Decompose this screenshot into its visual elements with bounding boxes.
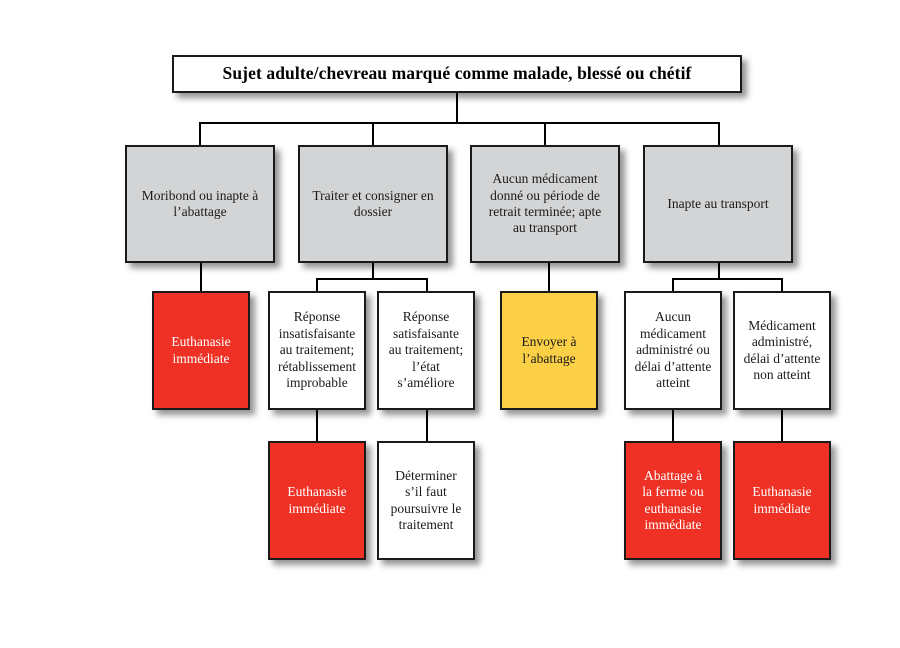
node-label: Moribond ou inapte à l’abattage <box>141 187 259 219</box>
node-root-title[interactable]: Sujet adulte/chevreau marqué comme malad… <box>172 55 742 93</box>
node-no-drug-or-withdrawal-met[interactable]: Aucun médicament administré ou délai d’a… <box>624 291 722 410</box>
connector-unsatisfactory-to-euthanasia <box>316 410 318 441</box>
node-satisfactory-response[interactable]: Réponse satisfaisante au traitement; l’é… <box>377 291 475 410</box>
connector-gray2-stem <box>372 263 374 279</box>
node-label: Abattage à la ferme ou euthanasie immédi… <box>642 467 704 532</box>
node-label: Euthanasie immédiate <box>752 484 812 516</box>
node-label: Déterminer s’il faut poursuivre le trait… <box>390 467 462 532</box>
connector-bus-to-gray-3 <box>544 122 546 146</box>
connector-drug-given-to-euthanasia <box>781 410 783 441</box>
node-label: Euthanasie immédiate <box>287 484 347 516</box>
node-root-title-label: Sujet adulte/chevreau marqué comme malad… <box>222 63 692 84</box>
node-determine-continue-treatment[interactable]: Déterminer s’il faut poursuivre le trait… <box>377 441 475 560</box>
connector-gray1-to-euthanasia <box>200 263 202 292</box>
node-farm-slaughter-or-euthanasia[interactable]: Abattage à la ferme ou euthanasie immédi… <box>624 441 722 560</box>
connector-bus-to-gray-4 <box>718 122 720 146</box>
node-unsatisfactory-response[interactable]: Réponse insatisfaisante au traitement; r… <box>268 291 366 410</box>
node-immediate-euthanasia-a[interactable]: Euthanasie immédiate <box>152 291 250 410</box>
node-send-to-slaughter[interactable]: Envoyer à l’abattage <box>500 291 598 410</box>
node-label: Réponse satisfaisante au traitement; l’é… <box>388 309 464 391</box>
connector-gray3-to-send-slaughter <box>548 263 550 292</box>
connector-no-drug-to-farm-slaughter <box>672 410 674 441</box>
node-label: Traiter et consigner en dossier <box>312 187 434 219</box>
node-immediate-euthanasia-c[interactable]: Euthanasie immédiate <box>733 441 831 560</box>
node-label: Réponse insatisfaisante au traitement; r… <box>278 309 356 391</box>
node-label: Aucun médicament donné ou période de ret… <box>488 171 602 236</box>
node-label: Inapte au transport <box>667 195 769 211</box>
node-label: Médicament administré, délai d’attente n… <box>743 317 821 382</box>
connector-gray2-to-satisfactory <box>426 278 428 292</box>
connector-gray4-bus <box>672 278 782 280</box>
connector-bus-to-gray-1 <box>199 122 201 146</box>
connector-row2-bus <box>199 122 719 124</box>
connector-title-stem <box>456 93 458 123</box>
connector-gray4-to-drug-given <box>781 278 783 292</box>
node-unfit-for-transport[interactable]: Inapte au transport <box>643 145 793 263</box>
node-treat-and-record[interactable]: Traiter et consigner en dossier <box>298 145 448 263</box>
connector-gray2-to-unsatisfactory <box>316 278 318 292</box>
connector-gray4-stem <box>718 263 720 279</box>
node-label: Aucun médicament administré ou délai d’a… <box>634 309 712 391</box>
node-no-drug-withdrawal-complete-fit-transport[interactable]: Aucun médicament donné ou période de ret… <box>470 145 620 263</box>
node-label: Euthanasie immédiate <box>171 334 231 366</box>
connector-satisfactory-to-determine <box>426 410 428 441</box>
node-immediate-euthanasia-b[interactable]: Euthanasie immédiate <box>268 441 366 560</box>
connector-gray4-to-no-drug <box>672 278 674 292</box>
connector-gray2-bus <box>316 278 428 280</box>
connector-bus-to-gray-2 <box>372 122 374 146</box>
node-moribund-unfit-slaughter[interactable]: Moribond ou inapte à l’abattage <box>125 145 275 263</box>
node-drug-given-withdrawal-not-met[interactable]: Médicament administré, délai d’attente n… <box>733 291 831 410</box>
node-label: Envoyer à l’abattage <box>521 334 577 366</box>
